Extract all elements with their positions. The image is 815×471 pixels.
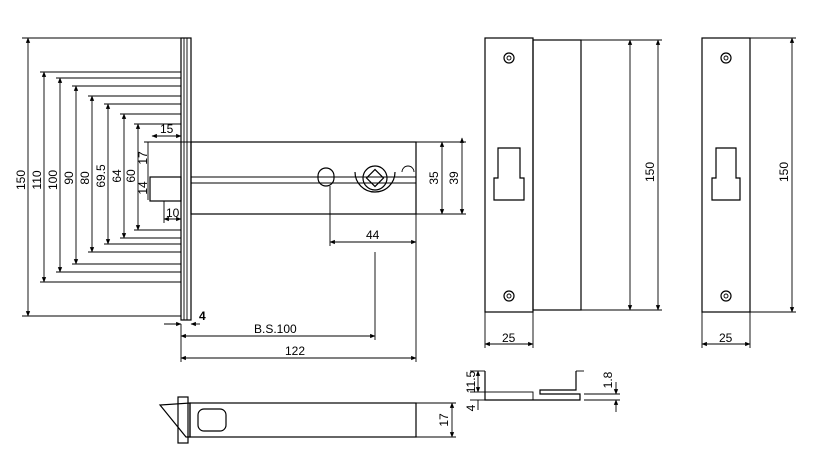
lock-body-side-view (149, 37, 417, 321)
strike-plate-view (701, 37, 751, 313)
dim-15-label: 15 (160, 122, 174, 136)
strike-height-label: 150 (777, 162, 791, 182)
latch-17-label: 17 (437, 413, 451, 427)
dim-17-label: 17 (136, 151, 150, 165)
front-plate-height-label: 150 (643, 162, 657, 182)
dim-110-label: 110 (30, 170, 44, 189)
dim-90-label: 90 (62, 171, 76, 185)
dim-10-label: 10 (166, 206, 180, 220)
dim-39-label: 39 (447, 171, 461, 185)
dim-122-label: 122 (285, 344, 305, 358)
dim-150-label: 150 (14, 170, 28, 190)
vertical-dimension-stack (22, 37, 191, 317)
dim-64-label: 64 (110, 169, 124, 183)
dim-80-label: 80 (78, 171, 92, 185)
dim-60-label: 60 (124, 169, 138, 183)
dim-44-label: 44 (366, 228, 380, 242)
dim-35-label: 35 (427, 171, 441, 185)
front-plate-width-label: 25 (502, 331, 516, 345)
dim-4-label: 4 (199, 309, 206, 323)
section-11-5-label: 11.5 (464, 370, 478, 393)
dim-14-label: 14 (136, 181, 150, 195)
latch-top-view (158, 396, 417, 444)
strike-cross-section (484, 370, 584, 401)
dim-100-label: 100 (46, 170, 60, 190)
front-plate-view (484, 37, 582, 313)
section-1-8-label: 1.8 (601, 371, 615, 388)
dim-backset-label: B.S.100 (254, 322, 297, 336)
dim-69-5-label: 69.5 (94, 164, 108, 188)
strike-width-label: 25 (719, 331, 733, 345)
section-4-label: 4 (464, 404, 478, 411)
